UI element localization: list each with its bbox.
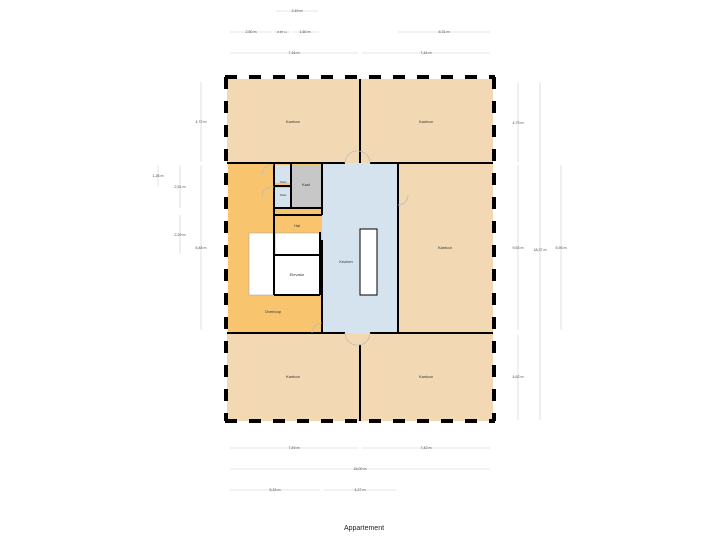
dim-top-2: 0,87 m	[277, 30, 287, 34]
dim-right-2: 18,37 m	[534, 248, 547, 252]
dim-bottom-4: 4,27 m	[355, 488, 366, 492]
room-kantoor-right	[398, 163, 493, 333]
dim-right-1: 9,53 m	[513, 246, 524, 250]
dim-bottom-3: 5,33 m	[270, 488, 281, 492]
dim-right-0: 4,73 m	[513, 121, 524, 125]
label-kantoor-bottom-left: Kantoor	[286, 374, 301, 379]
label-kantoor-top-right: Kantoor	[419, 119, 434, 124]
dim-bottom-2: 15,00 m	[354, 467, 367, 471]
dim-top-6: 7,44 m	[421, 51, 432, 55]
dim-left-0: 4,72 m	[196, 120, 207, 124]
label-keuken: Keuken	[339, 259, 353, 264]
dim-right-4: 4,62 m	[513, 375, 524, 379]
room-elevator	[275, 256, 320, 294]
label-toilet-1: Toilet	[279, 180, 286, 184]
dim-left-4: 6,48 m	[196, 246, 207, 250]
room-kantoor-top-left	[227, 79, 360, 163]
dim-right-3: 5,93 m	[556, 246, 567, 250]
stairs-left	[248, 232, 275, 296]
label-overloop: Overloop	[265, 309, 282, 314]
dim-top-3: 1,60 m	[300, 30, 311, 34]
dim-bottom-1: 7,42 m	[421, 446, 432, 450]
label-toilet-2: Toilet	[279, 193, 286, 197]
stairs-right	[274, 232, 321, 256]
dim-bottom-0: 7,49 m	[289, 446, 300, 450]
dim-top-1: 2,50 m	[246, 30, 257, 34]
label-kast: Kast	[302, 182, 311, 187]
label-elevator: Elevator	[290, 272, 305, 277]
label-kantoor-top-left: Kantoor	[286, 119, 301, 124]
room-kantoor-bottom-left	[227, 333, 360, 421]
exterior-walls	[224, 75, 496, 423]
room-kast	[292, 165, 321, 208]
dim-top-4: 5,31 m	[439, 30, 450, 34]
room-hal	[275, 215, 320, 232]
room-kantoor-bottom-right	[360, 333, 493, 421]
dim-top-0: 2,49 m	[292, 9, 303, 13]
plan-title: Appartement	[344, 525, 384, 532]
dimension-lines	[157, 10, 562, 491]
label-kantoor-bottom-right: Kantoor	[419, 374, 434, 379]
label-kantoor-right: Kantoor	[438, 245, 453, 250]
kitchen-island	[359, 228, 378, 296]
room-kantoor-top-right	[360, 79, 493, 163]
dim-left-1: 1,26 m	[153, 174, 164, 178]
dim-top-5: 7,16 m	[289, 51, 300, 55]
room-toilet-2	[275, 188, 291, 208]
label-hal: Hal	[294, 223, 300, 228]
room-toilet-1	[275, 165, 291, 183]
dim-left-3: 2,29 m	[175, 233, 186, 237]
interior-walls	[227, 79, 493, 421]
dim-left-2: 2,51 m	[175, 185, 186, 189]
dimension-labels: 2,49 m 2,50 m 0,87 m 1,60 m 5,31 m 7,16 …	[153, 9, 567, 492]
door-swings	[261, 150, 409, 346]
